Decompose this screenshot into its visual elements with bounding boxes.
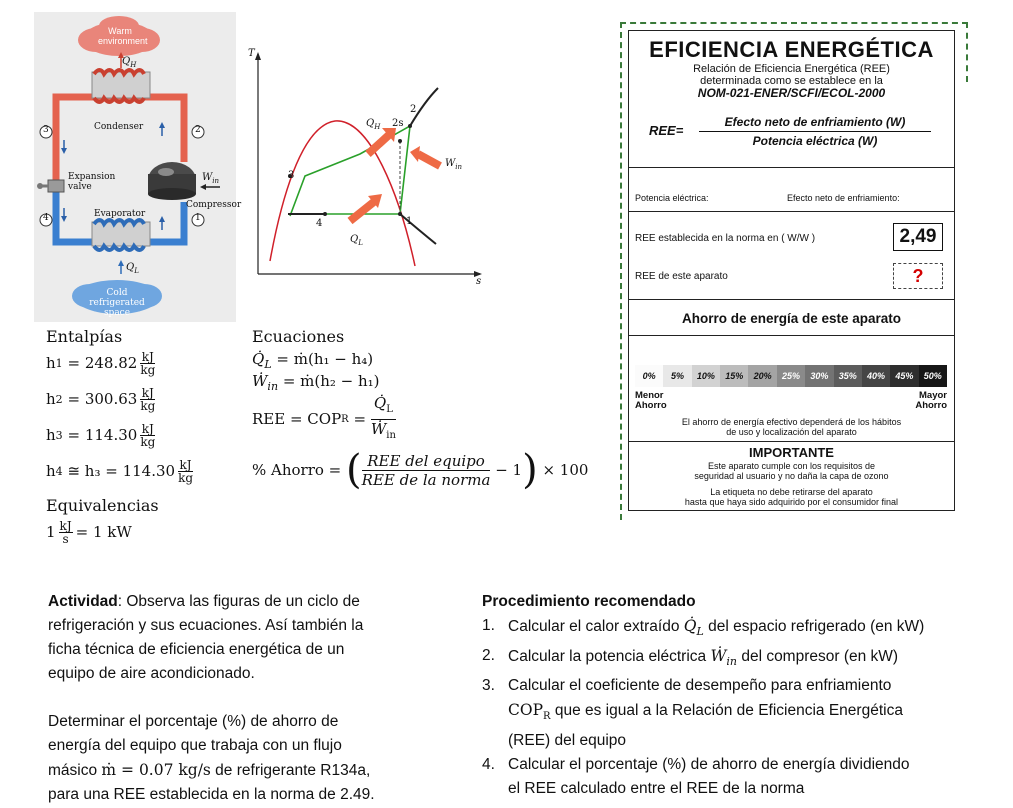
potencia-label: Potencia eléctrica:	[635, 193, 709, 203]
ts-qh-label: QH	[366, 118, 381, 131]
refrigeration-cycle-diagram: Warm environment QH Condenser Expansion …	[34, 12, 241, 322]
ree-aparato-value: ?	[893, 263, 943, 289]
compressor-label: Compressor	[186, 200, 242, 210]
condenser-coil	[91, 68, 151, 104]
cycle-svg	[37, 16, 220, 314]
efecto-label: Efecto neto de enfriamiento:	[787, 193, 900, 203]
win-label: Win	[202, 172, 220, 185]
activity-para2-line-4: para una REE establecida en la norma de …	[48, 786, 375, 803]
warm-environment-label: Warm environment	[98, 26, 148, 46]
ree-norma-value: 2,49	[893, 223, 943, 251]
cold-space-label: Cold refrigerated space	[89, 288, 145, 318]
equivalences-title: Equivalencias	[46, 496, 159, 515]
scale-0: 0%	[635, 365, 664, 387]
ree-formula: Efecto neto de enfriamiento (W) Potencia…	[699, 115, 931, 148]
win-equation: Ẇin = ṁ(h₂ − h₁)	[252, 372, 380, 393]
procedure-item-1: 1. Calcular el calor extraído Q̇L del es…	[482, 617, 925, 639]
compressor-icon	[148, 162, 196, 200]
procedure-item-4: 4. Calcular el porcentaje (%) de ahorro …	[482, 756, 910, 798]
s-axis-label: s	[476, 276, 482, 287]
scale-40: 40%	[861, 365, 891, 387]
scale-45: 45%	[890, 365, 919, 387]
evaporator-coil	[91, 218, 151, 252]
state-2-number: 2	[195, 125, 201, 135]
procedure-list: 1. Calcular el calor extraído Q̇L del es…	[482, 614, 1002, 801]
important-title: IMPORTANTE	[749, 445, 834, 460]
ahorro-equation: % Ahorro = ( REE del equipo REE de la no…	[252, 447, 589, 493]
point-1-label: 1	[406, 216, 413, 227]
point-2s-label: 2s	[392, 118, 404, 129]
evaporator-label: Evaporator	[94, 209, 146, 219]
ahorro-scale-bar: 0% 5% 10% 15% 20% 25% 30% 35% 40% 45% 50…	[635, 365, 947, 387]
activity-para2-line-1: Determinar el porcentaje (%) de ahorro d…	[48, 713, 339, 730]
point-4-label: 4	[316, 218, 323, 229]
state-3-number: 3	[43, 125, 49, 135]
ree-aparato-label: REE de este aparato	[635, 271, 728, 282]
activity-line-4: equipo de aire acondicionado.	[48, 665, 255, 682]
scale-5: 5%	[663, 365, 692, 387]
ree-label: REE=	[649, 123, 684, 138]
label-card: EFICIENCIA ENERGÉTICA Relación de Eficie…	[628, 30, 955, 511]
point-3-label: 3	[288, 170, 295, 181]
activity-line-3: ficha técnica de eficiencia energética d…	[48, 641, 345, 658]
scale-25: 25%	[776, 365, 806, 387]
energy-efficiency-label: EFICIENCIA ENERGÉTICA Relación de Eficie…	[620, 22, 968, 520]
label-title: EFICIENCIA ENERGÉTICA	[649, 37, 934, 62]
cycle-path	[288, 124, 411, 217]
enthalpies-title: Entalpías	[46, 327, 123, 346]
activity-line-2: refrigeración y sus ecuaciones. Así tamb…	[48, 617, 364, 634]
ts-ql-label: QL	[350, 234, 363, 247]
ql-label: QL	[126, 262, 139, 275]
ts-win-label: Win	[445, 158, 463, 171]
activity-line-1: Actividad: Observa las figuras de un cic…	[48, 593, 360, 610]
activity-block: Actividad: Observa las figuras de un cic…	[48, 590, 448, 807]
procedure-block: Procedimiento recomendado 1. Calcular el…	[482, 590, 1002, 801]
ahorro-note: El ahorro de energía efectivo dependerá …	[681, 417, 902, 437]
state-4-number: 4	[43, 213, 49, 223]
condenser-label: Condenser	[94, 122, 144, 132]
qh-label: QH	[122, 56, 137, 69]
t-axis-label: T	[248, 48, 255, 59]
procedure-title: Procedimiento recomendado	[482, 593, 696, 610]
ql-equation: Q̇L = ṁ(h₁ − h₄)	[252, 350, 374, 371]
scale-50: 50%	[918, 365, 947, 387]
scale-35: 35%	[833, 365, 862, 387]
scale-10: 10%	[691, 365, 721, 387]
label-subtitle: Relación de Eficiencia Energética (REE) …	[693, 63, 890, 100]
activity-para2-line-2: energía del equipo que trabaja con un fl…	[48, 737, 342, 754]
scale-15: 15%	[720, 365, 749, 387]
expansion-valve-icon	[37, 179, 65, 193]
cold-space-cloud	[72, 280, 162, 314]
important-text: Este aparato cumple con los requisitos d…	[684, 461, 899, 507]
procedure-item-2: 2. Calcular la potencia eléctrica Ẇin de…	[482, 647, 899, 669]
expansion-valve-label: Expansion valve	[68, 172, 116, 192]
warm-environment-cloud	[78, 16, 160, 56]
equations-title: Ecuaciones	[252, 327, 345, 346]
state-1-number: 1	[195, 213, 201, 223]
scale-30: 30%	[805, 365, 834, 387]
procedure-item-3: 3. Calcular el coeficiente de desempeño …	[482, 677, 903, 750]
ahorro-title: Ahorro de energía de este aparato	[681, 311, 902, 326]
point-2-label: 2	[410, 104, 417, 115]
ts-diagram: T s 1 2 2s 3 4 QH Win QL	[248, 46, 490, 287]
activity-para2-line-3: másico ṁ = 0.07 kg/s de refrigerante R13…	[48, 761, 371, 779]
ts-svg	[255, 52, 482, 277]
saturation-dome	[269, 120, 416, 267]
scale-20: 20%	[748, 365, 777, 387]
ree-norma-label: REE establecida en la norma en ( W/W )	[635, 233, 816, 244]
